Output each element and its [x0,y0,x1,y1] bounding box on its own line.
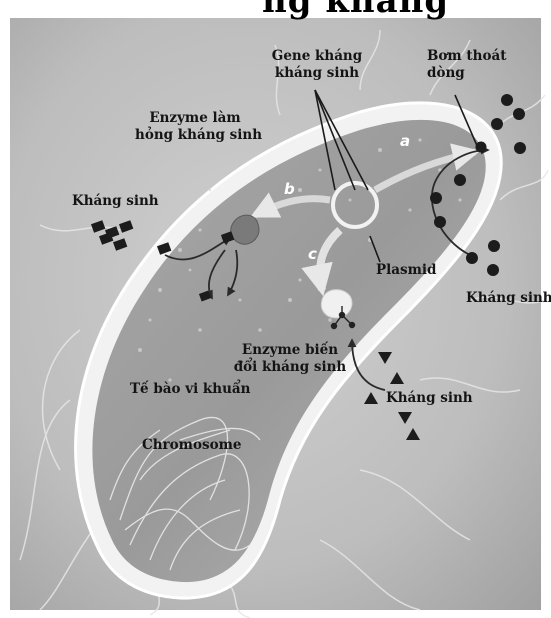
path-letter-c: c [308,245,317,263]
label-enzyme-modify: Enzyme biến đổi kháng sinh [232,342,348,376]
label-plasmid: Plasmid [376,262,436,279]
label-antibiotic-left: Kháng sinh [72,193,159,210]
label-bacterial-cell: Tế bào vi khuẩn [130,381,250,398]
label-pump-line1: Bơm thoát [427,48,506,65]
label-gene-line1: Gene kháng [262,48,372,65]
label-efflux-pump: Bơm thoát dòng [427,48,506,82]
label-chromosome: Chromosome [142,437,241,454]
title-fragment-clip: ng kháng [0,0,551,22]
label-enzyme-destroy-line2: hỏng kháng sinh [135,127,255,144]
title-fragment: ng kháng [262,0,449,21]
path-letter-b: b [284,180,295,198]
label-enzyme-destroy-line1: Enzyme làm [135,110,255,127]
label-enzyme-modify-line1: Enzyme biến [232,342,348,359]
enzyme-modify-blob [321,290,352,318]
label-enzyme-destroy: Enzyme làm hỏng kháng sinh [135,110,255,144]
label-gene-resistance: Gene kháng kháng sinh [262,48,372,82]
label-enzyme-modify-line2: đổi kháng sinh [232,359,348,376]
label-antibiotic-right: Kháng sinh [466,290,551,307]
label-gene-line2: kháng sinh [262,65,372,82]
label-pump-line2: dòng [427,65,506,82]
path-letter-a: a [400,132,410,150]
label-antibiotic-bottom: Kháng sinh [386,390,473,407]
